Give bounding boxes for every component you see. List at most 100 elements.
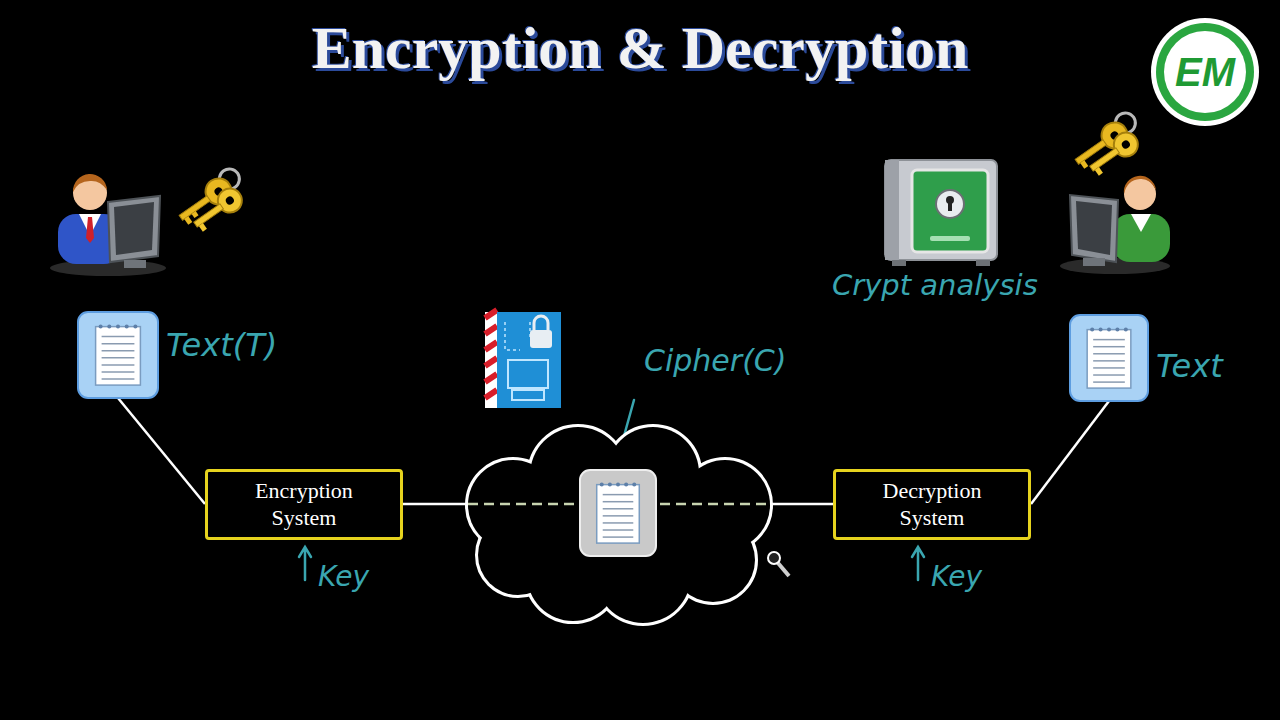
cipher-illustration [534,316,548,330]
key-icon [194,204,224,227]
document-ring [1107,328,1111,332]
connector-line [770,503,833,506]
process-box: Encryption System [205,469,403,540]
receiver-person [1060,176,1170,274]
cipher-illustration [530,330,552,348]
document-line [102,364,135,366]
sender-person [114,202,154,255]
document-icon [78,312,158,398]
magnifier-icon [768,552,780,564]
key-icon [173,165,255,239]
key-icon [1080,160,1088,169]
document-ring [1124,328,1128,332]
cipher-illustration [485,310,561,408]
document-line [102,336,135,338]
document-line [1093,360,1125,362]
receiver-person [1124,176,1156,194]
logo-badge [1156,23,1254,121]
receiver-person [1083,258,1105,266]
network-cloud [468,427,770,623]
receiver-person [1112,214,1170,262]
cipher-illustration [497,312,561,408]
logo-badge [1151,18,1259,126]
sender-person [73,174,107,192]
connector-line [118,398,205,504]
network-cloud: Cipher(C) [468,425,770,625]
key-icon [184,216,192,225]
vault-icon [936,190,964,218]
document-line [102,343,135,345]
document-ring [133,325,137,329]
handwritten-label: Cipher(C) [644,343,787,378]
document-line [1093,346,1125,348]
logo-text: EM [1160,48,1250,96]
document-line [603,536,634,538]
sender-person [50,174,166,276]
document-icon [1070,315,1148,401]
document-line [603,501,634,503]
receiver-person [1070,195,1118,262]
logo-badge [1151,18,1259,126]
key-icon [224,195,235,206]
document-line [603,508,634,510]
document-ring [1115,328,1119,332]
document-line [102,350,135,352]
document-ring [624,483,628,487]
vault-icon [912,170,988,252]
document-line [603,494,634,496]
key-icon [1095,167,1103,176]
vault-icon [885,160,997,260]
key-icon [1090,148,1120,171]
cipher-illustration [512,390,544,400]
handwritten-label: Key [318,560,369,593]
key-icon [1069,109,1151,183]
document-line [1093,339,1125,341]
document-node: Text(T) [78,312,158,398]
document-ring [608,483,612,487]
vault-icon [930,236,970,241]
key-icon [192,211,199,218]
cipher-illustration [505,322,530,350]
vault-icon [885,160,899,260]
document-page [597,485,640,543]
document-line [603,515,634,517]
document-line [1093,353,1125,355]
key-icon [199,223,207,232]
document-node: Text [1070,315,1148,401]
document-ring [1099,328,1103,332]
document-ring [1090,328,1094,332]
document-icon [580,470,656,556]
sender-person [86,217,94,243]
leader-line [299,547,311,580]
handwritten-label: Crypt analysis [832,268,1038,302]
vault-icon [976,260,990,266]
network-cloud [468,425,770,625]
handwritten-label: Key [931,560,982,593]
document-ring [107,325,111,329]
document-ring [125,325,129,329]
diagram-title: Encryption & Decryption [0,14,1280,83]
document-ring [116,325,120,329]
document-line [1093,381,1125,383]
network-cloud [543,450,693,600]
document-line [102,371,135,373]
box-label: Decryption System [852,477,1012,532]
vault-icon [885,160,997,266]
receiver-person [1131,214,1151,232]
handwritten-label: Text [1156,347,1223,385]
document-ring [632,483,636,487]
document-icon [78,312,158,398]
connector-line [1031,401,1109,504]
box-label: Encryption System [224,477,384,532]
receiver-person [1076,201,1112,255]
document-line [603,522,634,524]
sender-person [124,260,146,268]
document-icon [1070,315,1148,401]
document-page [1087,330,1131,388]
document-line [1093,367,1125,369]
magnifier-icon [778,563,789,576]
process-box: Decryption System [833,469,1031,540]
document-ring [616,483,620,487]
document-ring [99,325,103,329]
